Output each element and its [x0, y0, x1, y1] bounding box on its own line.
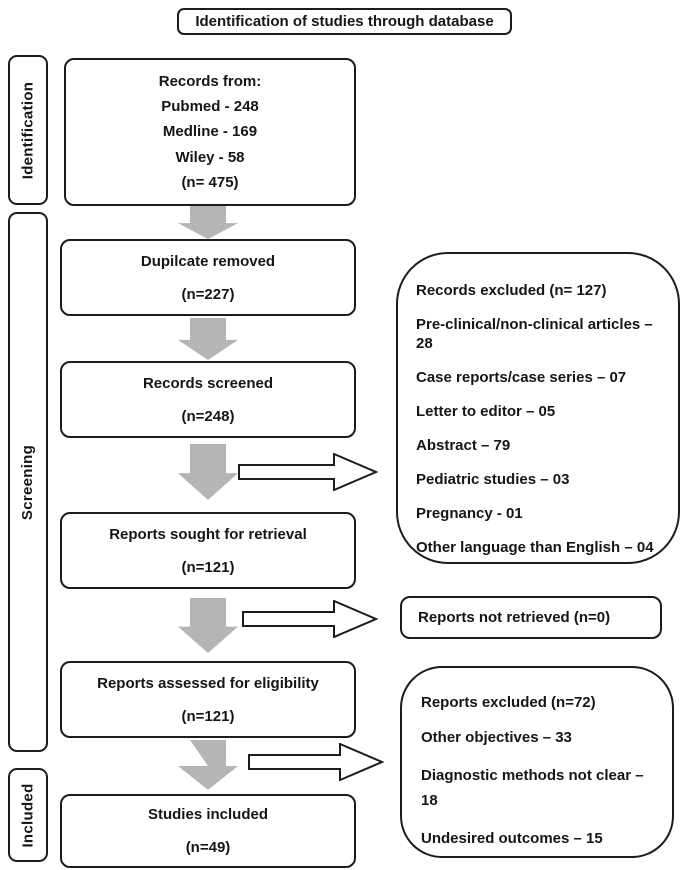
- records-from-line: Pubmed - 248: [161, 98, 259, 116]
- stage-identification-label: Identification: [19, 81, 37, 179]
- box-reports-excluded: Reports excluded (n=72) Other objectives…: [400, 666, 674, 858]
- right-arrow-icon-1: [238, 453, 378, 491]
- down-arrow-icon-3: [178, 444, 238, 500]
- records-from-line: Records from:: [158, 73, 262, 91]
- down-arrow-icon-4: [178, 598, 238, 653]
- records-excluded-line: Abstract – 79: [416, 437, 511, 454]
- diagram-title: Identification of studies through databa…: [177, 8, 512, 35]
- right-arrow-icon-2: [242, 600, 378, 638]
- records-from-line: (n= 475): [181, 173, 239, 191]
- down-arrow-icon-2: [178, 318, 238, 360]
- reports-excluded-line: Reports excluded (n=72): [421, 694, 596, 711]
- reports-excluded-line: Undesired outcomes – 15: [421, 830, 603, 847]
- records-excluded-line: Other language than English – 04: [416, 539, 654, 556]
- down-arrow-icon-5: [178, 740, 238, 790]
- box-reports-not-retrieved: Reports not retrieved (n=0): [400, 596, 662, 639]
- reports-excluded-line: Diagnostic methods not clear – 18: [421, 767, 644, 809]
- reports-assessed-label: Reports assessed for eligibility: [97, 674, 319, 692]
- records-screened-label: Records screened: [142, 374, 274, 392]
- down-arrow-icon-1: [178, 206, 238, 239]
- records-excluded-line: Case reports/case series – 07: [416, 369, 627, 386]
- stage-identification: Identification: [8, 55, 48, 205]
- duplicate-removed-label: Dupilcate removed: [140, 252, 276, 270]
- box-duplicate-removed: Dupilcate removed (n=227): [60, 239, 356, 316]
- reports-not-retrieved-label: Reports not retrieved (n=0): [418, 609, 611, 626]
- records-excluded-line: Records excluded (n= 127): [416, 282, 607, 299]
- reports-sought-count: (n=121): [181, 558, 235, 576]
- records-from-line: Medline - 169: [162, 123, 258, 141]
- stage-screening-label: Screening: [19, 444, 37, 520]
- records-excluded-line: Pediatric studies – 03: [416, 471, 570, 488]
- studies-included-label: Studies included: [147, 806, 268, 823]
- records-excluded-line: Pre-clinical/non-clinical articles – 28: [416, 316, 653, 352]
- records-from-line: Wiley - 58: [175, 148, 245, 166]
- box-records-from: Records from: Pubmed - 248 Medline - 169…: [64, 58, 356, 206]
- reports-excluded-line: Other objectives – 33: [421, 729, 572, 746]
- records-screened-count: (n=248): [181, 407, 235, 425]
- records-excluded-line: Letter to editor – 05: [416, 403, 556, 420]
- reports-sought-label: Reports sought for retrieval: [109, 525, 307, 543]
- stage-screening: Screening: [8, 212, 48, 752]
- box-reports-assessed: Reports assessed for eligibility (n=121): [60, 661, 356, 738]
- stage-included-label: Included: [19, 782, 37, 848]
- reports-assessed-count: (n=121): [181, 707, 235, 725]
- box-reports-sought: Reports sought for retrieval (n=121): [60, 512, 356, 589]
- box-records-excluded: Records excluded (n= 127) Pre-clinical/n…: [396, 252, 680, 564]
- duplicate-removed-count: (n=227): [181, 285, 235, 303]
- box-studies-included: Studies included (n=49): [60, 794, 356, 868]
- records-excluded-line: Pregnancy - 01: [416, 505, 523, 522]
- studies-included-count: (n=49): [185, 839, 231, 856]
- stage-included: Included: [8, 768, 48, 862]
- right-arrow-icon-3: [248, 743, 384, 781]
- box-records-screened: Records screened (n=248): [60, 361, 356, 438]
